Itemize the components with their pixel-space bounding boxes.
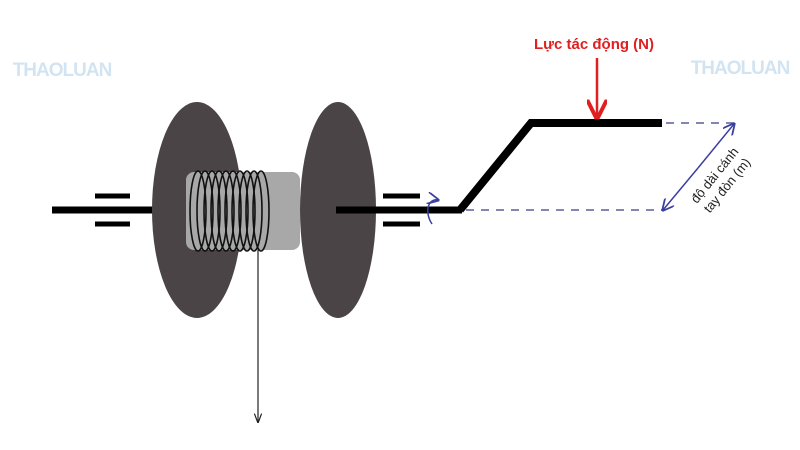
coil-turn [252,170,270,252]
coil-turn [231,170,249,252]
coil-turn [196,170,214,252]
watermark-logo-right: THAOLUAN [690,28,791,98]
watermark-logo-left: THAOLUAN [12,30,113,100]
right-bearing [383,193,420,227]
coil-turn [203,170,221,252]
drum [186,172,300,250]
crank-handle [456,119,662,213]
coil-turn [245,170,263,252]
rope-coil [189,170,270,252]
rotation-arrow-icon [428,200,438,225]
coil-turn [224,170,242,252]
coil-turn [210,170,228,252]
coil-turn [238,170,256,252]
left-bearing [95,193,130,227]
watermark-text: THAOLUAN [690,58,791,79]
coil-turn [217,170,235,252]
arm-length-arrow-lower [663,167,699,210]
watermark-text: THAOLUAN [12,60,113,81]
coil-turn [189,170,207,252]
arm-length-arrow [697,124,734,169]
force-label: Lực tác động (N) [534,36,654,53]
